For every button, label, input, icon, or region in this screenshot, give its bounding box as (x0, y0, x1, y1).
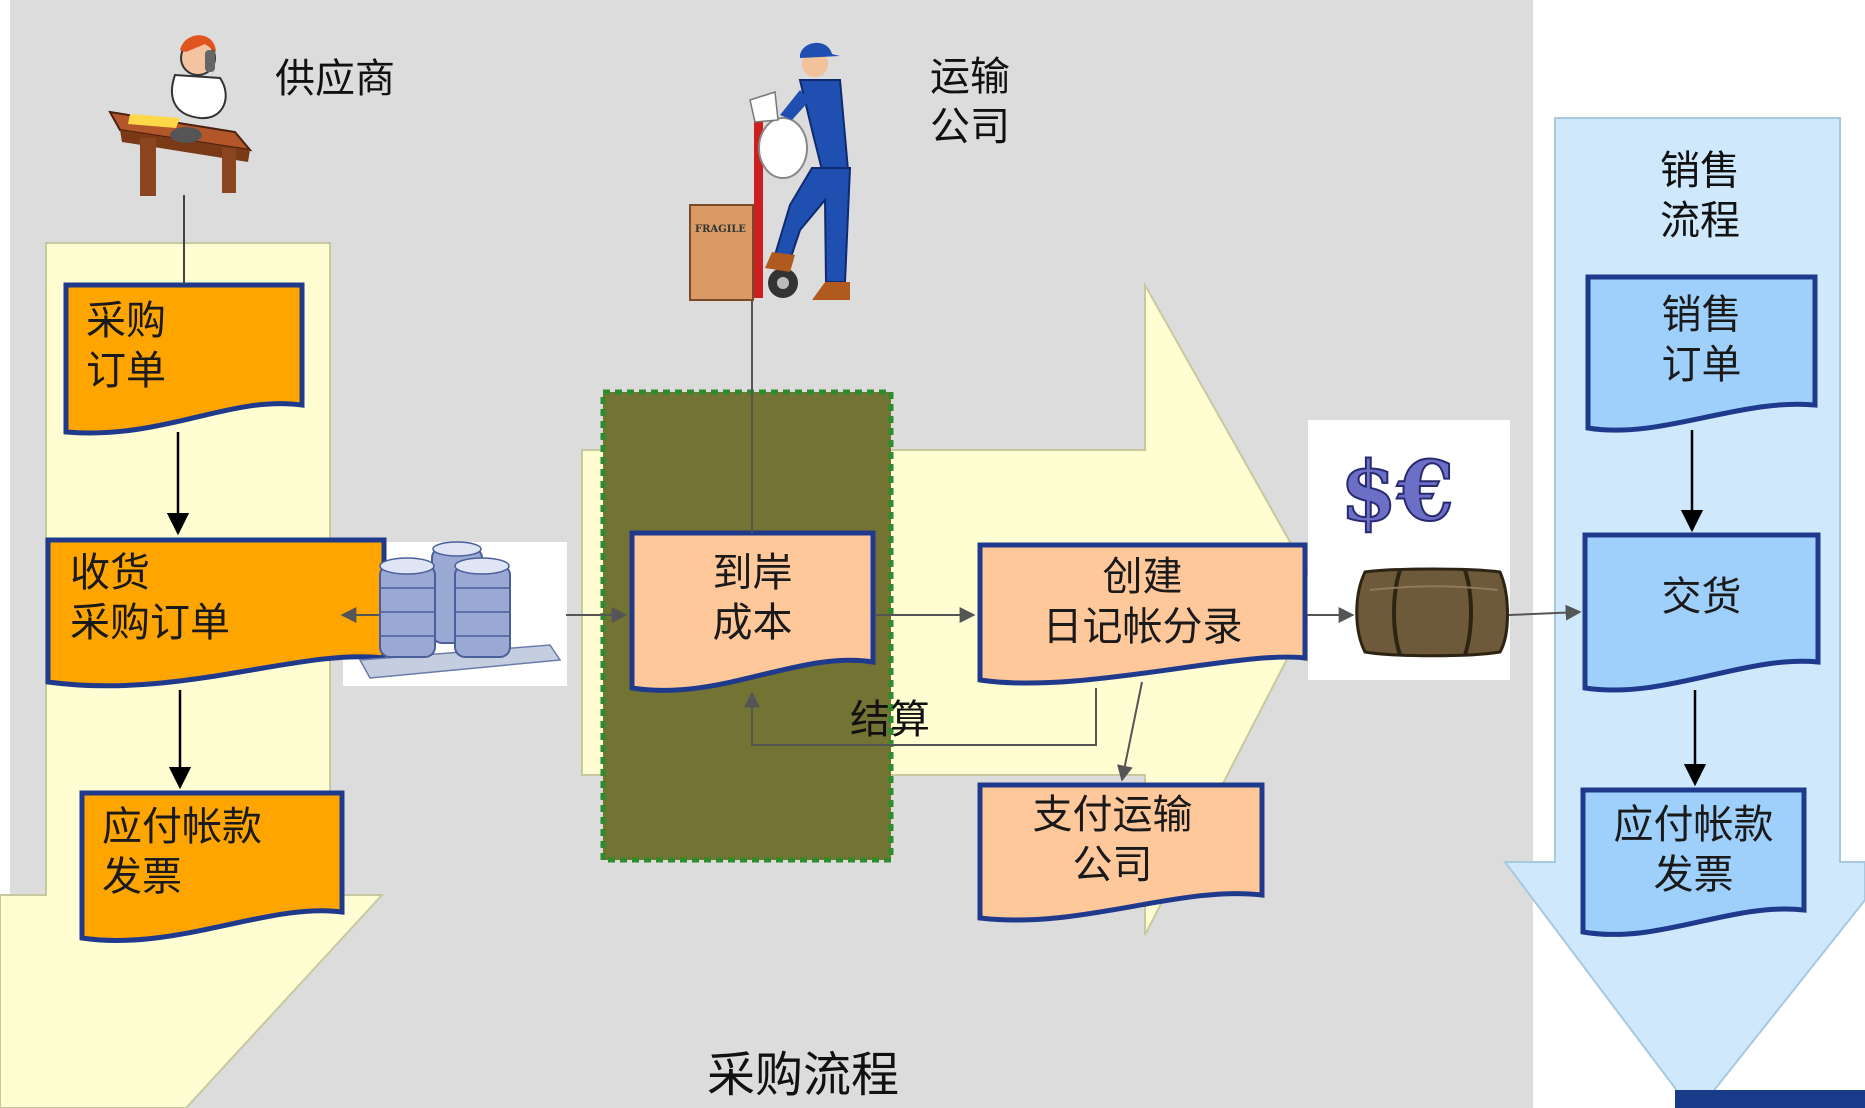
doc-purchase-order-text: 采购 订单 (86, 298, 166, 394)
doc-goods-receipt (45, 537, 387, 689)
doc-journal-entry-text: 创建 日记帐分录 (1042, 554, 1243, 650)
arrow-journal-pay (1117, 681, 1143, 782)
doc-delivery-text: 交货 (1661, 574, 1742, 620)
arrow-barrel-delivery (1508, 604, 1582, 621)
doc-landed-cost (629, 530, 876, 693)
currency-icon: $€ (1339, 443, 1455, 541)
warehouse-barrels-icon (358, 541, 562, 679)
doc-sales-invoice (1580, 787, 1807, 937)
doc-purchase-order (63, 282, 305, 436)
logo-corner-icon (1675, 1090, 1865, 1108)
doc-ap-invoice-text: 应付帐款 发票 (102, 804, 262, 900)
doc-ap-invoice (79, 790, 345, 943)
doc-pay-transport-text: 支付运输 公司 (1032, 792, 1193, 888)
doc-landed-cost-text: 到岸 成本 (712, 550, 793, 646)
procurement-process-title: 采购流程 (707, 1047, 900, 1103)
supplier-label: 供应商 (275, 56, 395, 102)
doc-pay-transport (977, 782, 1265, 923)
doc-sales-order (1585, 274, 1818, 433)
wooden-barrel-icon (1355, 567, 1509, 658)
doc-delivery (1582, 532, 1821, 693)
doc-goods-receipt-text: 收货 采购订单 (70, 550, 230, 646)
settlement-label: 结算 (850, 697, 930, 743)
transport-company-label: 运输 公司 (930, 54, 1010, 150)
doc-sales-invoice-text: 应付帐款 发票 (1613, 802, 1774, 898)
transport-worker-icon: FRAGILE (689, 42, 852, 301)
currency-symbol: $€ (1340, 444, 1454, 540)
supplier-person-icon (108, 35, 253, 196)
doc-sales-order-text: 销售 订单 (1661, 292, 1742, 388)
sales-process-label: 销售 流程 (1660, 148, 1740, 244)
arrow-settlement-loop (744, 688, 1097, 746)
fragile-label: FRAGILE (695, 224, 746, 235)
doc-journal-entry (977, 542, 1308, 686)
